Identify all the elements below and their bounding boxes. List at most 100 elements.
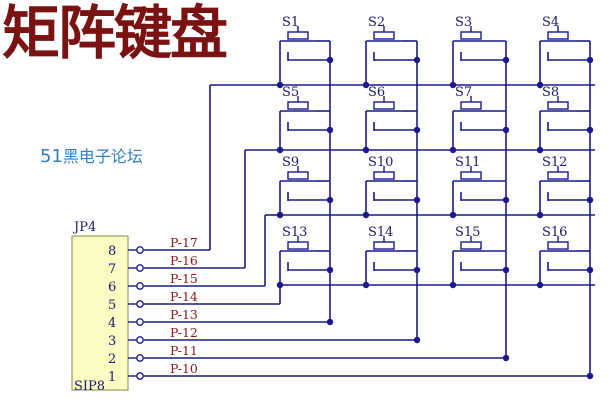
- switch-label-s2: S2: [368, 15, 385, 30]
- pin-terminal: [136, 318, 144, 326]
- connector-part-label: SIP8: [74, 379, 105, 394]
- push-switch-s5: S5: [280, 85, 316, 112]
- pin-number-7: 7: [108, 262, 116, 277]
- net-label-p-15: P-15: [170, 271, 198, 286]
- forum-watermark: 51黑电子论坛: [40, 148, 143, 166]
- switch-label-s4: S4: [542, 15, 559, 30]
- junction-dot: [362, 211, 370, 219]
- push-switch-s8: S8: [540, 85, 576, 112]
- junction-dot: [586, 196, 594, 204]
- switch-label-s15: S15: [455, 225, 480, 240]
- push-switch-s10: S10: [366, 155, 402, 182]
- switch-actuator: [460, 171, 482, 180]
- junction-dot: [413, 126, 421, 134]
- junction-dot: [449, 281, 457, 289]
- pin-number-4: 4: [108, 316, 116, 331]
- switch-actuator: [460, 31, 482, 40]
- switch-label-s7: S7: [455, 85, 472, 100]
- switch-label-s6: S6: [368, 85, 385, 100]
- junction-dot: [536, 281, 544, 289]
- push-switch-s16: S16: [540, 225, 576, 252]
- junction-dot: [502, 126, 510, 134]
- push-switch-s3: S3: [453, 15, 489, 42]
- junction-dot: [502, 56, 510, 64]
- switch-actuator: [287, 171, 309, 180]
- push-switch-s6: S6: [366, 85, 402, 112]
- junction-dot: [536, 211, 544, 219]
- net-label-p-10: P-10: [170, 361, 198, 376]
- switch-actuator: [373, 241, 395, 250]
- junction-dot: [586, 372, 594, 380]
- junction-dot: [276, 211, 284, 219]
- push-switch-s12: S12: [540, 155, 576, 182]
- junction-dot: [502, 354, 510, 362]
- switch-actuator: [547, 241, 569, 250]
- pin-terminal: [136, 264, 144, 272]
- junction-dot: [326, 126, 334, 134]
- junction-dot: [586, 126, 594, 134]
- watermark-text: 黑电子论坛: [62, 147, 143, 166]
- pin-number-2: 2: [108, 352, 116, 367]
- pin-terminal: [136, 336, 144, 344]
- junction-dot: [502, 196, 510, 204]
- pin-number-6: 6: [108, 280, 116, 295]
- junction-dot: [413, 336, 421, 344]
- net-label-p-11: P-11: [170, 343, 198, 358]
- junction-dot: [536, 146, 544, 154]
- switch-label-s14: S14: [368, 225, 393, 240]
- junction-dot: [449, 146, 457, 154]
- switch-actuator: [373, 31, 395, 40]
- push-switch-s1: S1: [280, 15, 316, 42]
- pin-terminal: [136, 246, 144, 254]
- junction-dot: [326, 266, 334, 274]
- junction-dot: [502, 266, 510, 274]
- switch-label-s12: S12: [542, 155, 567, 170]
- push-switch-s4: S4: [540, 15, 576, 42]
- switch-label-s3: S3: [455, 15, 472, 30]
- switch-actuator: [460, 241, 482, 250]
- switch-actuator: [287, 101, 309, 110]
- switch-actuator: [373, 171, 395, 180]
- pin-number-1: 1: [108, 370, 116, 385]
- diagram-title: 矩阵键盘: [2, 0, 228, 67]
- switch-actuator: [287, 241, 309, 250]
- push-switch-s7: S7: [453, 85, 489, 112]
- switch-label-s8: S8: [542, 85, 559, 100]
- switch-label-s1: S1: [282, 15, 299, 30]
- junction-dot: [413, 196, 421, 204]
- junction-dot: [449, 211, 457, 219]
- net-label-p-14: P-14: [170, 289, 198, 304]
- net-label-p-13: P-13: [170, 307, 198, 322]
- watermark-number: 51: [40, 146, 63, 167]
- junction-dot: [362, 281, 370, 289]
- junction-dot: [536, 81, 544, 89]
- junction-dot: [276, 281, 284, 289]
- push-switch-s2: S2: [366, 15, 402, 42]
- junction-dot: [326, 318, 334, 326]
- junction-dot: [276, 81, 284, 89]
- push-switch-s15: S15: [453, 225, 489, 252]
- pin-terminal: [136, 354, 144, 362]
- push-switch-s11: S11: [453, 155, 489, 182]
- pin-number-5: 5: [108, 298, 116, 313]
- switch-actuator: [460, 101, 482, 110]
- junction-dot: [586, 56, 594, 64]
- switch-actuator: [547, 171, 569, 180]
- switch-actuator: [287, 31, 309, 40]
- pin-number-8: 8: [108, 244, 116, 259]
- junction-dot: [362, 81, 370, 89]
- switch-label-s13: S13: [282, 225, 307, 240]
- junction-dot: [586, 266, 594, 274]
- junction-dot: [276, 146, 284, 154]
- switch-label-s16: S16: [542, 225, 567, 240]
- sip8-connector-body: [71, 235, 129, 391]
- junction-dot: [362, 146, 370, 154]
- junction-dot: [326, 196, 334, 204]
- junction-dot: [326, 56, 334, 64]
- switch-actuator: [373, 101, 395, 110]
- pin-terminal: [136, 300, 144, 308]
- junction-dot: [413, 266, 421, 274]
- connector-ref-label: JP4: [72, 220, 96, 235]
- switch-actuator: [547, 31, 569, 40]
